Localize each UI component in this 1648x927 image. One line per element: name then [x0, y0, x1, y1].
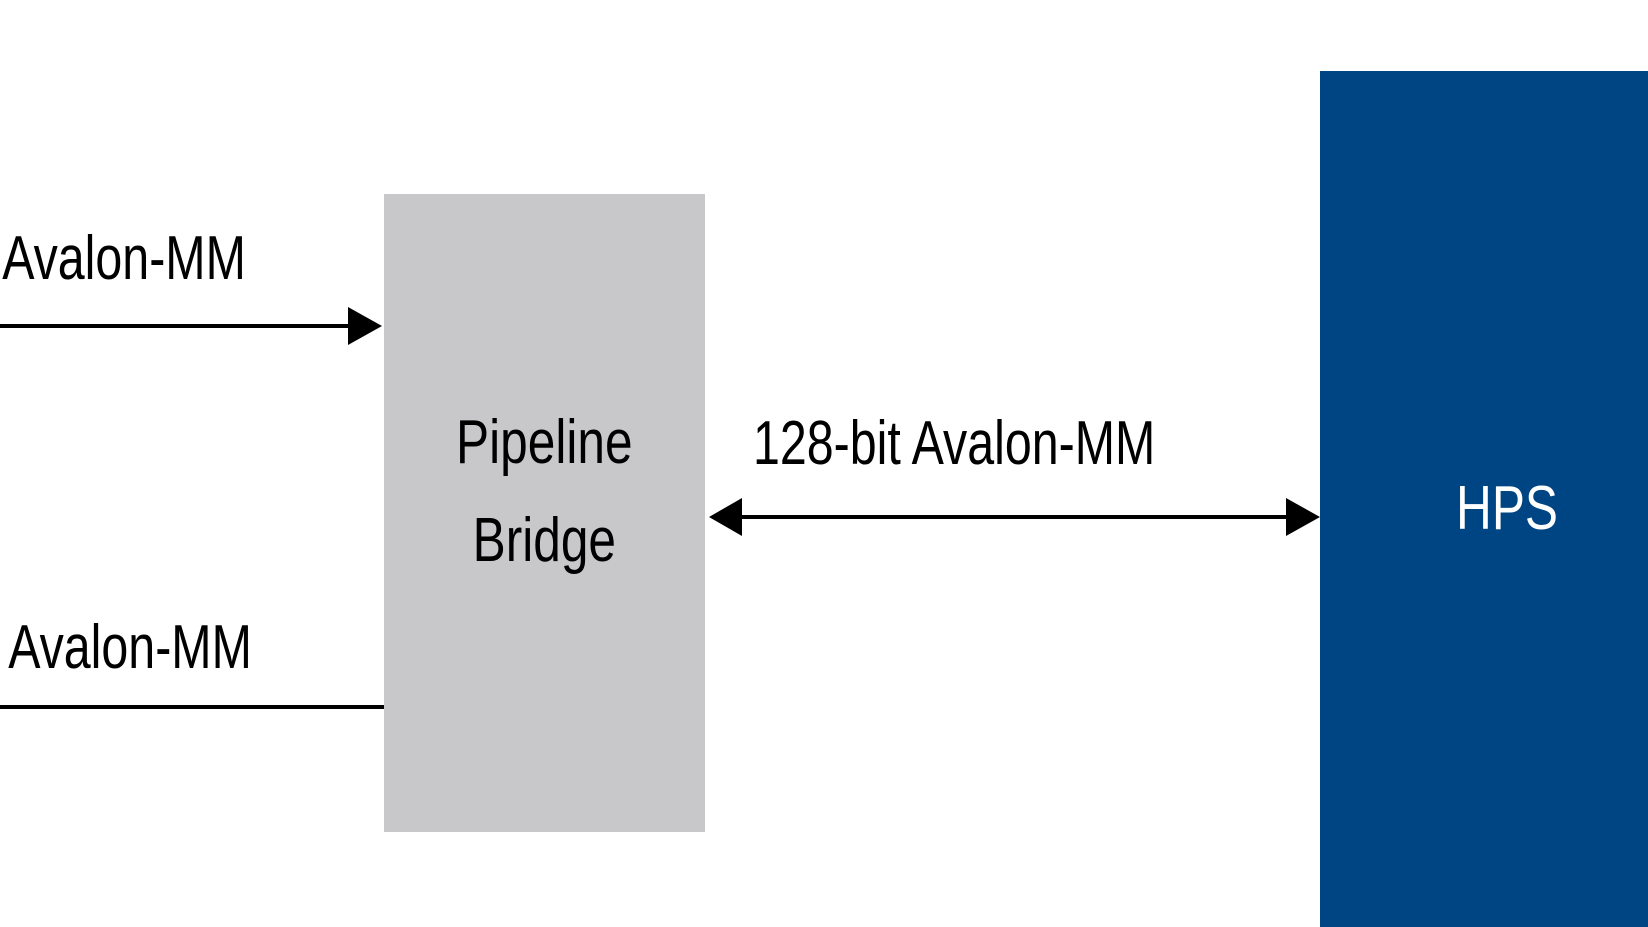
pipeline-bridge-label: Pipeline Bridge [456, 394, 632, 590]
bridge-hps-right-arrowhead [1286, 498, 1320, 536]
pipeline-bridge-block: Pipeline Bridge [384, 194, 705, 832]
top-input-arrowhead [348, 307, 382, 345]
hps-block [1320, 71, 1648, 927]
top-input-label: t Avalon-MM [0, 224, 246, 293]
bridge-hps-left-arrowhead [709, 498, 742, 536]
pipeline-bridge-label-line1: Pipeline [456, 408, 633, 477]
bottom-input-label: t Avalon-MM [0, 613, 252, 682]
hps-label: HPS [1456, 474, 1558, 543]
bridge-hps-label: 128-bit Avalon-MM [753, 409, 1156, 478]
pipeline-bridge-label-line2: Bridge [472, 506, 617, 575]
